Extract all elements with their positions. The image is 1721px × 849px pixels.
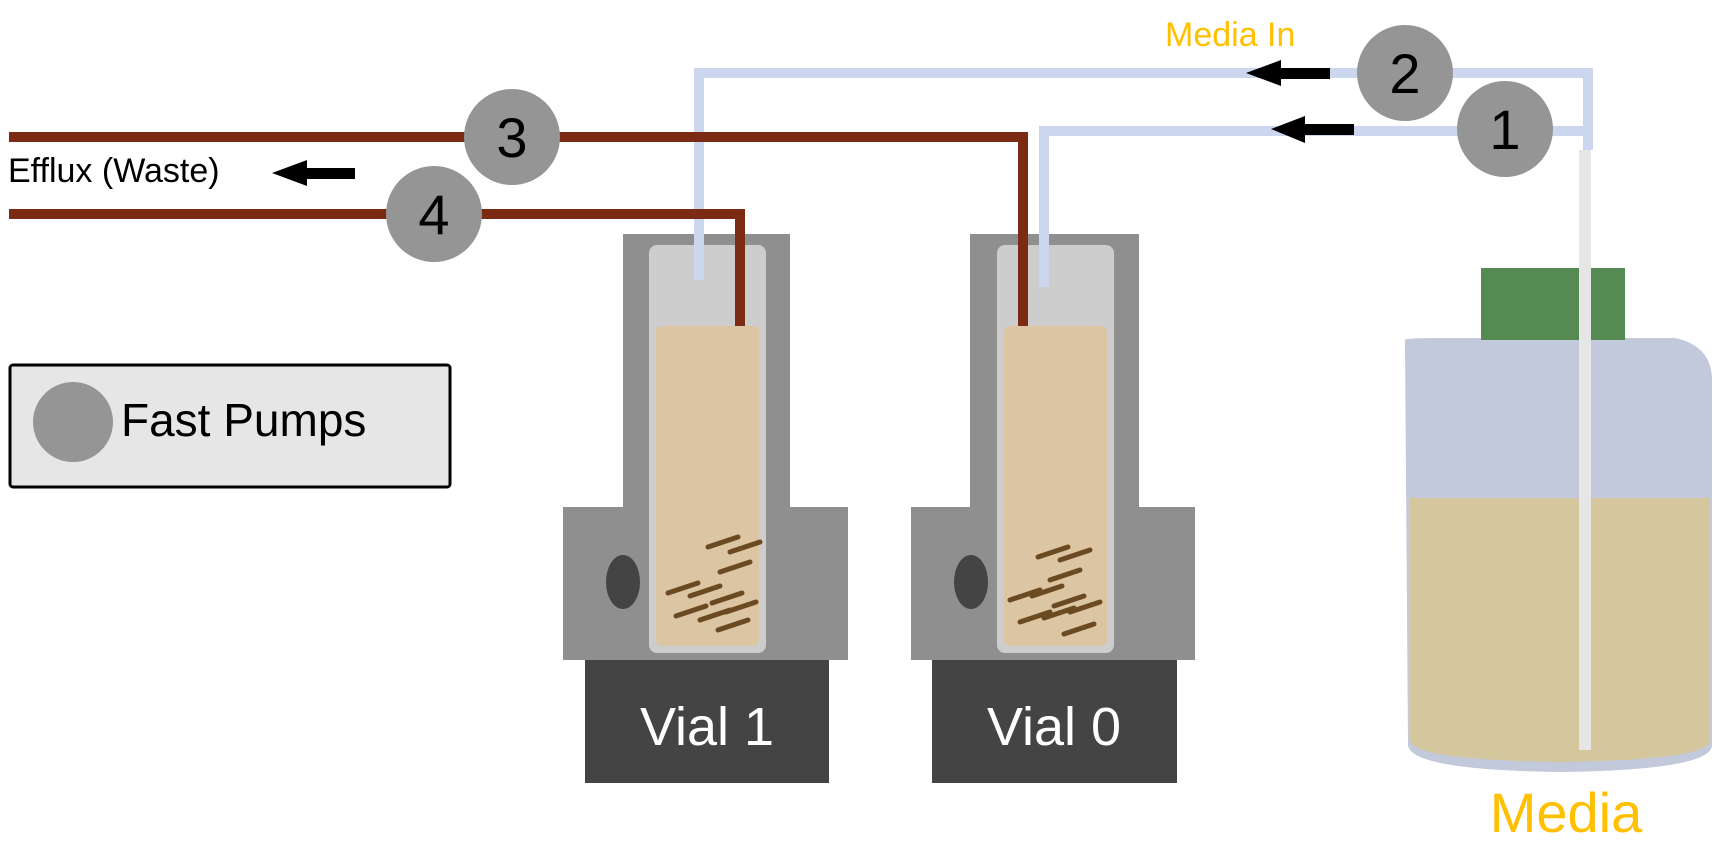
- legend: Fast Pumps: [8, 363, 452, 489]
- waste-lines: [9, 132, 1028, 326]
- bottle-liquid: [1410, 498, 1710, 762]
- media-in-label: Media In: [1165, 16, 1295, 54]
- legend-box: [8, 363, 452, 489]
- pump-4-number: 4: [418, 183, 449, 246]
- vial-0-label-box: [932, 660, 1177, 783]
- pump-3-number: 3: [496, 106, 527, 169]
- pump-1-number: 1: [1489, 98, 1520, 161]
- pump-1: 1: [1457, 81, 1553, 177]
- pump-4: 4: [386, 166, 482, 262]
- media-line-to-vial-0: [1039, 126, 1588, 287]
- efflux-arrow: [272, 160, 355, 186]
- vial-0-label: Vial 0: [987, 697, 1121, 757]
- vial-0-culture: [1004, 326, 1107, 646]
- pump-1-circle: [1457, 81, 1553, 177]
- vial-1-holder-hole: [606, 555, 640, 609]
- pump-2: 2: [1357, 25, 1453, 121]
- media-in-arrow-lower: [1271, 116, 1354, 143]
- legend-label: Fast Pumps: [121, 394, 366, 446]
- media-in-arrow-upper: [1246, 60, 1330, 86]
- pump-4-circle: [386, 166, 482, 262]
- media-bottle: [1405, 150, 1712, 772]
- bottle-cap: [1481, 268, 1625, 340]
- pump-2-circle: [1357, 25, 1453, 121]
- waste-line-from-vial-0: [9, 132, 1028, 326]
- media-lines: [694, 68, 1593, 287]
- legend-pump-icon: [33, 382, 113, 462]
- vial-1: [563, 234, 848, 660]
- vial-0-bacteria: [1007, 544, 1103, 637]
- efflux-label: Efflux (Waste): [8, 152, 220, 190]
- bottle-dip-tube: [1579, 150, 1591, 750]
- media-label: Media: [1490, 781, 1643, 844]
- vial-1-culture: [656, 326, 759, 646]
- flow-arrows: [272, 60, 1354, 186]
- vial-1-bacteria: [665, 534, 763, 633]
- pump-2-number: 2: [1389, 42, 1420, 105]
- vial-1-label-box: [585, 660, 829, 783]
- waste-line-from-vial-1: [9, 209, 745, 326]
- pump-3: 3: [464, 89, 560, 185]
- vial-0-holder-hole: [954, 555, 988, 609]
- pump-3-circle: [464, 89, 560, 185]
- vial-1-label: Vial 1: [640, 697, 774, 757]
- vial-0: [911, 234, 1195, 660]
- media-line-to-vial-1: [694, 68, 1593, 280]
